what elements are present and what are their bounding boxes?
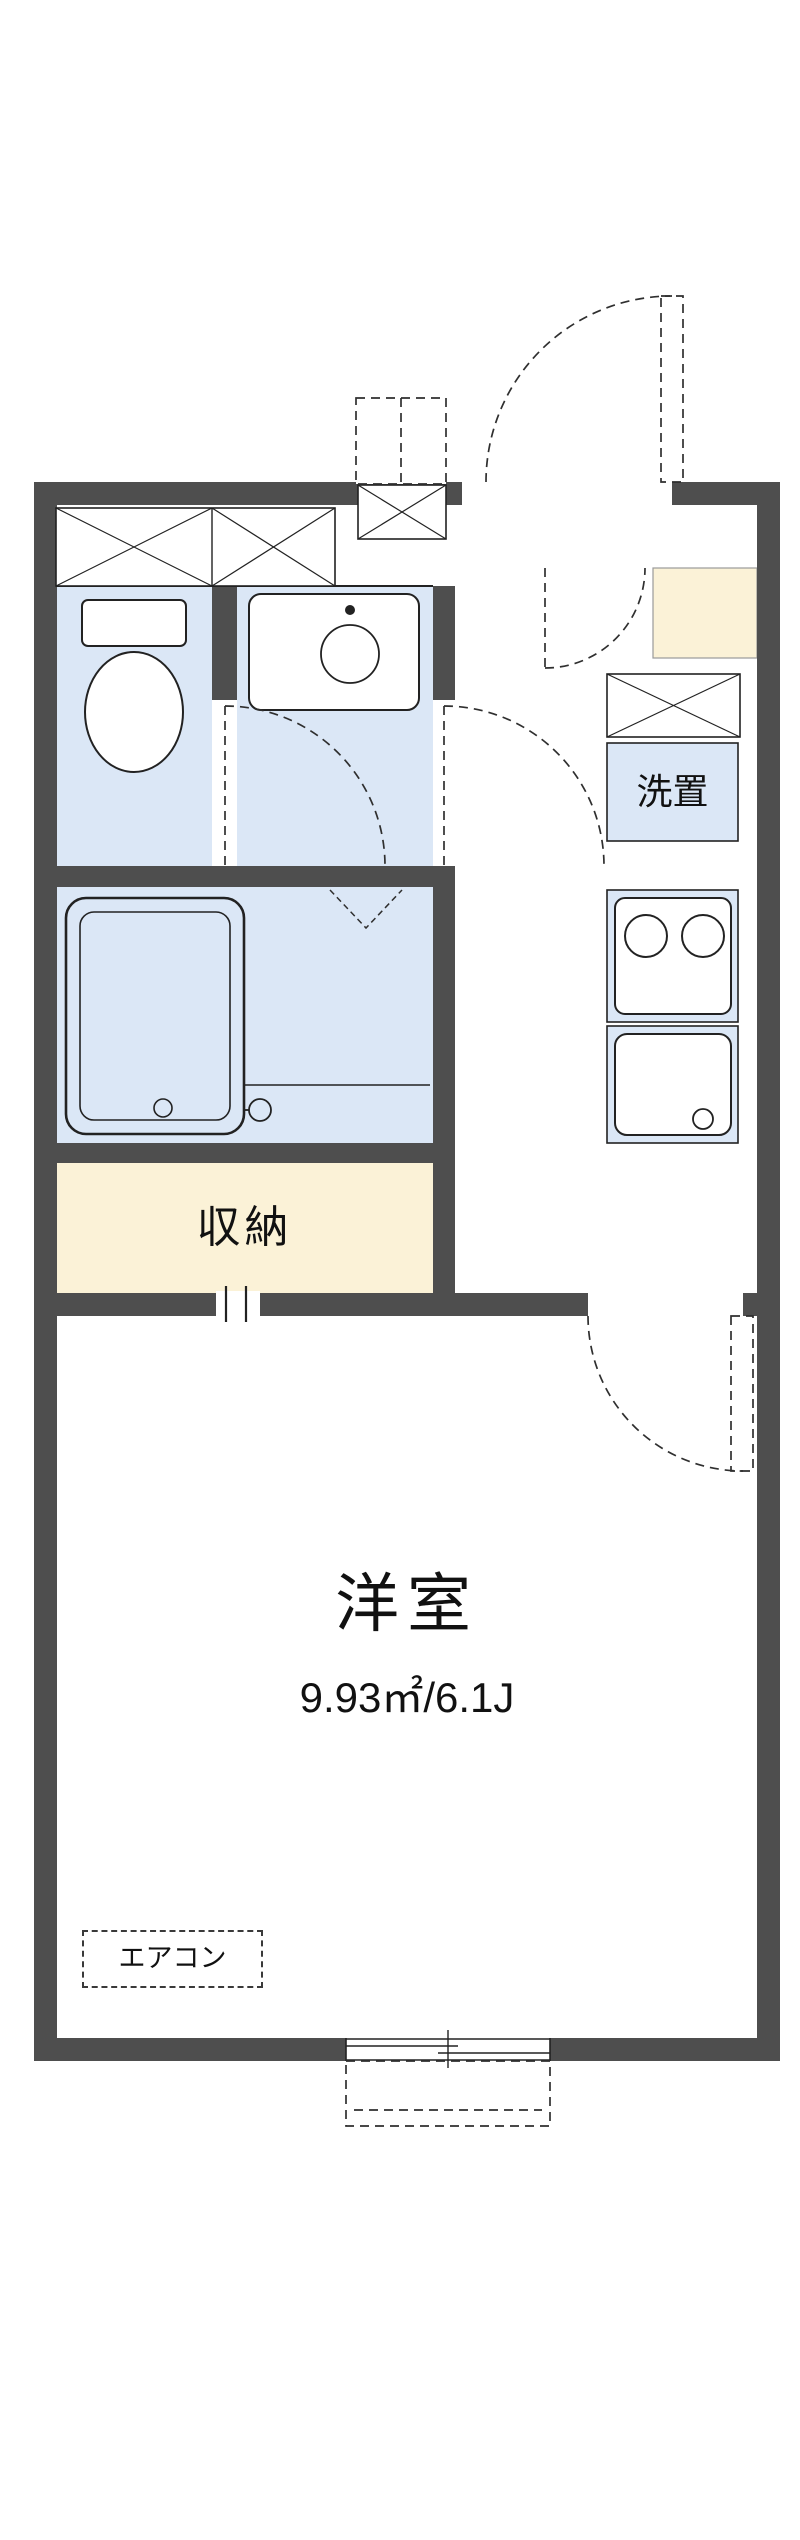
bedroom-door-arc — [587, 1315, 744, 1472]
closet-area — [56, 1163, 433, 1293]
wall-outer-right — [757, 482, 780, 2061]
bath-folding-door — [329, 889, 403, 930]
meter-box — [355, 397, 447, 485]
entrance-door-arc — [485, 295, 673, 483]
hatch-box-top-left — [55, 507, 336, 587]
laundry-label: 洗置 — [636, 771, 709, 813]
toilet-fixture — [81, 599, 187, 773]
tub-drain — [153, 1098, 173, 1118]
window-south — [345, 2030, 551, 2068]
stove — [606, 889, 739, 1023]
entrance-door — [485, 295, 684, 483]
closet-door — [216, 1286, 260, 1322]
walls — [34, 482, 780, 2061]
hatch-box-entrance — [357, 484, 447, 540]
wall-bathroom-right — [433, 887, 455, 1143]
toilet-door — [224, 705, 386, 867]
shower-area — [244, 1084, 430, 1122]
entrance-step — [652, 567, 758, 659]
kitchen-sink — [606, 1025, 739, 1144]
wall-closet-right — [433, 1163, 455, 1293]
balcony — [345, 2060, 551, 2127]
room-size-label: 9.93㎡/6.1J — [299, 1673, 515, 1721]
hall-door — [544, 567, 646, 669]
wall-bottom-right — [550, 2038, 780, 2061]
wall-divider-left — [34, 1293, 588, 1316]
aircon-box: エアコン — [82, 1930, 263, 1988]
laundry-box — [606, 742, 739, 842]
stove-burner-right — [681, 914, 725, 958]
bedroom-door — [587, 1315, 754, 1472]
hatch-box-laundry-top — [606, 673, 741, 738]
wall-top-right — [672, 482, 780, 505]
wall-closet-top — [34, 1143, 455, 1163]
entrance-door-leaf — [660, 295, 684, 483]
washbasin-door — [443, 705, 605, 867]
hall-door-arc — [544, 567, 646, 669]
washbasin-fixture — [248, 593, 420, 711]
closet-door-gap — [216, 1291, 260, 1318]
wall-top-left — [34, 482, 462, 505]
wall-toilet-right — [212, 586, 237, 700]
washbasin-door-arc — [443, 705, 605, 867]
wall-outer-left — [34, 482, 57, 2061]
sink-drain — [692, 1108, 714, 1130]
stove-burner-left — [624, 914, 668, 958]
bedroom-door-leaf — [730, 1315, 754, 1472]
wall-washbasin-right — [433, 586, 455, 700]
bathtub — [64, 896, 246, 1136]
wall-bathroom-top — [34, 866, 455, 887]
closet-label: 収納 — [196, 1202, 293, 1252]
wall-bottom-left — [34, 2038, 346, 2061]
toilet-door-arc — [224, 705, 386, 867]
room-name-label: 洋室 — [335, 1567, 479, 1640]
wall-divider-right — [743, 1293, 780, 1316]
